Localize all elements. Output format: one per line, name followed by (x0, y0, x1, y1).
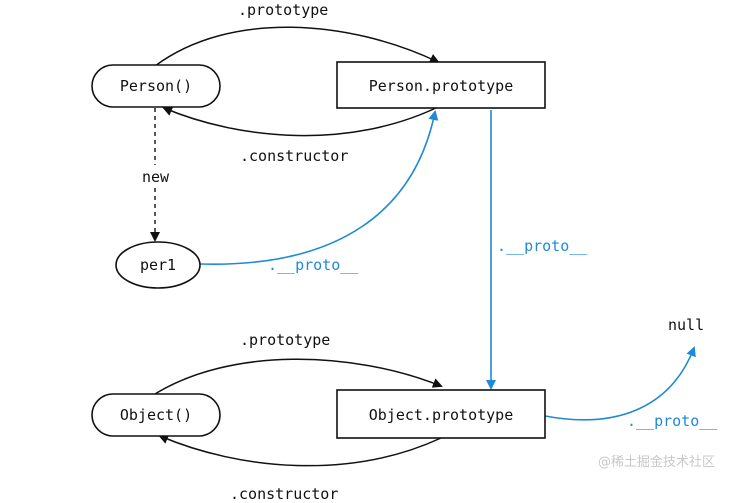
label-per1-proto: .__proto__ (268, 256, 359, 274)
node-person-fn-label: Person() (120, 77, 192, 95)
label-person-prototype: .prototype (238, 1, 328, 19)
node-per1: per1 (115, 241, 201, 289)
edge-object-proto-proto (544, 346, 696, 421)
label-object-proto-proto: .__proto__ (627, 412, 718, 430)
node-person-prototype: Person.prototype (336, 61, 546, 109)
node-person-prototype-label: Person.prototype (369, 77, 514, 95)
edge-person-prototype (154, 26, 440, 67)
label-object-constructor: .constructor (230, 485, 338, 503)
label-person-constructor: .constructor (240, 147, 348, 165)
edge-person-constructor (162, 105, 441, 137)
edge-object-prototype (154, 358, 443, 395)
new-label-bg (138, 165, 174, 187)
edge-object-constructor (158, 434, 442, 467)
label-object-prototype: .prototype (240, 331, 330, 349)
node-object-fn: Object() (91, 393, 221, 437)
label-new: new (142, 168, 170, 186)
label-person-proto-proto: .__proto__ (497, 237, 588, 255)
node-object-fn-label: Object() (120, 406, 192, 424)
edge-per1-proto (199, 110, 439, 265)
node-object-prototype: Object.prototype (336, 389, 546, 439)
watermark: @稀土掘金技术社区 (598, 454, 715, 470)
node-person-fn: Person() (91, 64, 221, 108)
node-null: null (668, 316, 704, 334)
node-object-prototype-label: Object.prototype (369, 406, 514, 424)
node-per1-label: per1 (140, 256, 176, 274)
